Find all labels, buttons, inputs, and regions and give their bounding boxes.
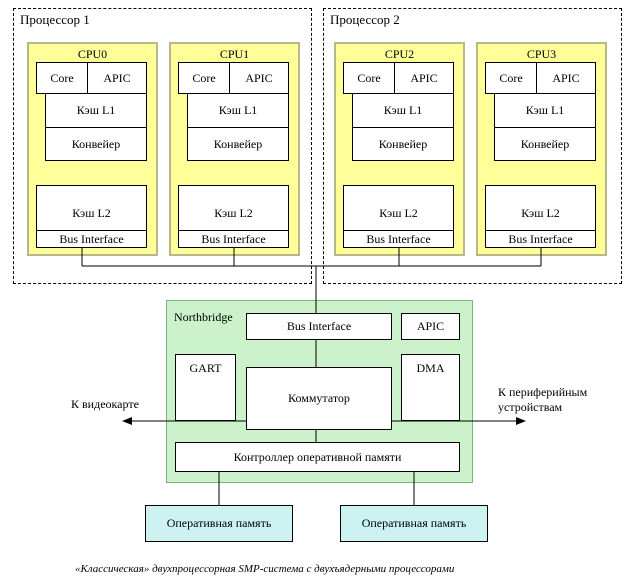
cpu2-core: Core <box>343 62 395 94</box>
dma-label: DMA <box>416 361 445 375</box>
cpu1-title: CPU1 <box>219 47 250 61</box>
processor-1-label: Процессор 1 <box>20 12 90 27</box>
cpu3-bus-interface: Bus Interface <box>485 230 596 248</box>
northbridge-bus-interface: Bus Interface <box>246 313 392 340</box>
cpu0-core: Core <box>36 62 88 94</box>
cpu2-bus-interface: Bus Interface <box>343 230 454 248</box>
cpu0-l1-cache: Кэш L1 <box>45 93 147 128</box>
figure-caption: «Классическая» двухпроцессорная SMP-сист… <box>75 563 455 575</box>
cpu2-title: CPU2 <box>384 47 415 61</box>
processor-1-frame <box>13 8 312 284</box>
northbridge-title: Northbridge <box>174 310 233 324</box>
gart-label: GART <box>189 361 222 375</box>
to-videocard-label: К видеокарте <box>71 397 139 411</box>
cpu1-pipeline: Конвейер <box>187 127 289 161</box>
gart: GART <box>175 354 236 421</box>
cpu0-pipeline: Конвейер <box>45 127 147 161</box>
cpu3-l1-cache: Кэш L1 <box>494 93 596 128</box>
cpu2-l1-cache: Кэш L1 <box>352 93 454 128</box>
memory-module-2: Оперативная память <box>340 505 488 542</box>
cpu1-bus-interface: Bus Interface <box>178 230 289 248</box>
to-peripherals-label-line2: устройствам <box>498 400 563 414</box>
to-peripherals-label-line1: К периферийным <box>498 385 588 399</box>
memory-module-1: Оперативная память <box>145 505 293 542</box>
cpu1-l2-label: Кэш L2 <box>214 206 253 220</box>
cpu0-title: CPU0 <box>77 47 108 61</box>
cpu1-apic: APIC <box>229 62 289 94</box>
cpu1-l1-cache: Кэш L1 <box>187 93 289 128</box>
cpu2-pipeline: Конвейер <box>352 127 454 161</box>
northbridge-apic: APIC <box>401 313 460 340</box>
cpu3-pipeline: Конвейер <box>494 127 596 161</box>
cpu3-apic: APIC <box>536 62 596 94</box>
cpu3-title: CPU3 <box>526 47 557 61</box>
cpu0-bus-interface: Bus Interface <box>36 230 147 248</box>
switch: Коммутатор <box>246 367 392 430</box>
cpu3-l2-label: Кэш L2 <box>521 206 560 220</box>
memory-controller: Контроллер оперативной памяти <box>175 442 460 472</box>
processor-2-frame <box>323 8 622 284</box>
dma: DMA <box>401 354 460 421</box>
cpu2-l2-label: Кэш L2 <box>379 206 418 220</box>
processor-2-label: Процессор 2 <box>330 12 400 27</box>
cpu0-l2-label: Кэш L2 <box>72 206 111 220</box>
